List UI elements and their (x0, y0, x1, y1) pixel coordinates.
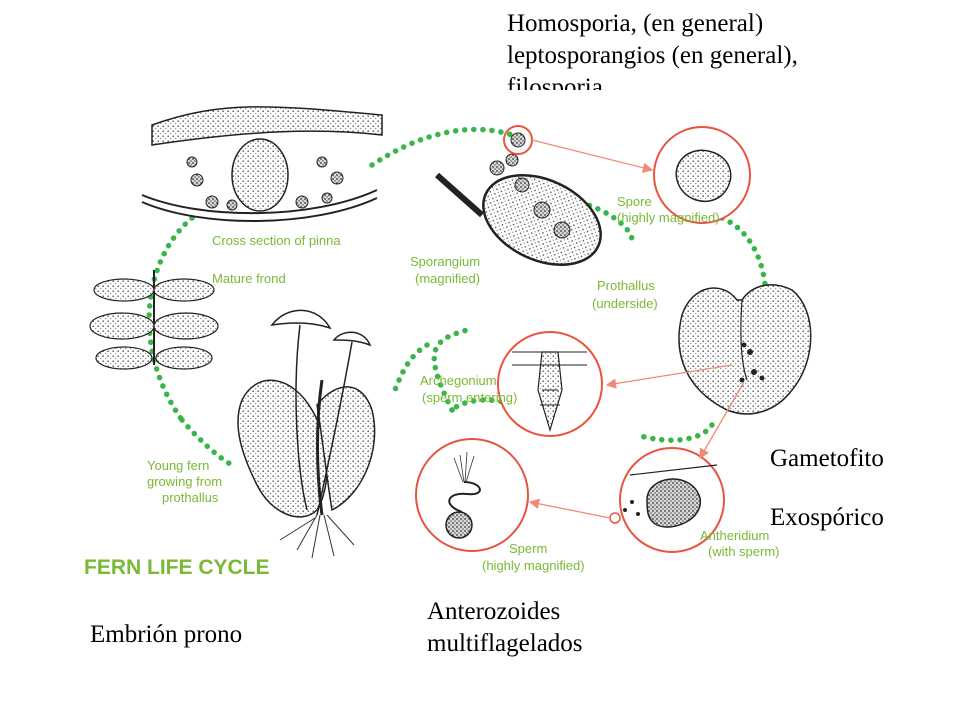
gametofito-note: Gametofito (770, 445, 884, 472)
cross-section-pinna-illustration (141, 106, 383, 222)
sperm-illustration (415, 438, 529, 552)
mature-frond-illustration (89, 270, 219, 370)
note-line: leptosporangios (en general), (507, 42, 798, 69)
label-mature-frond: Mature frond (212, 271, 286, 286)
cycle-arrows (528, 139, 745, 519)
label-spore-note: (highly magnified) (617, 210, 720, 225)
prothallus-illustration (678, 284, 812, 415)
note-line: multiflagelados (427, 630, 583, 657)
label-young-fern-2: growing from (147, 474, 222, 489)
young-fern-illustration (237, 309, 376, 559)
label-prothallus-note: (underside) (592, 296, 658, 311)
diagram-title: FERN LIFE CYCLE (84, 556, 270, 579)
note-line: Homosporia, (en general) (507, 10, 764, 37)
label-antheridium: Antheridium (700, 528, 769, 543)
spore-magnified-illustration (653, 126, 751, 224)
embrion-note: Embrión prono (90, 621, 243, 648)
label-archegonium: Archegonium (420, 373, 497, 388)
label-cross-section: Cross section of pinna (212, 233, 341, 248)
label-sperm: Sperm (509, 541, 547, 556)
label-antheridium-note: (with sperm) (708, 544, 780, 559)
label-spore: Spore (617, 194, 652, 209)
antheridium-illustration (619, 447, 725, 553)
label-archegonium-note: (sperm entering) (422, 390, 517, 405)
note-line: Anterozoides (427, 598, 561, 625)
spore-dot (510, 132, 526, 148)
anterozoides-note: Anterozoides multiflagelados (427, 596, 583, 660)
exosporico-note: Exospórico (770, 504, 884, 531)
label-sporangium-note: (magnified) (415, 271, 480, 286)
label-prothallus: Prothallus (597, 278, 655, 293)
life-cycle-dotted-path (146, 126, 769, 468)
label-sporangium: Sporangium (410, 254, 480, 269)
archegonium-illustration (497, 331, 603, 437)
label-sperm-note: (highly magnified) (482, 558, 585, 573)
sperm-highlight-circle (609, 512, 621, 524)
homosporia-note: Homosporia, (en general) leptosporangios… (507, 8, 798, 104)
label-young-fern: Young fern (147, 458, 209, 473)
label-young-fern-3: prothallus (162, 490, 219, 505)
fern-life-cycle-diagram: Cross section of pinna Mature frond Spor… (72, 90, 832, 592)
sporangium-illustration (435, 153, 602, 266)
